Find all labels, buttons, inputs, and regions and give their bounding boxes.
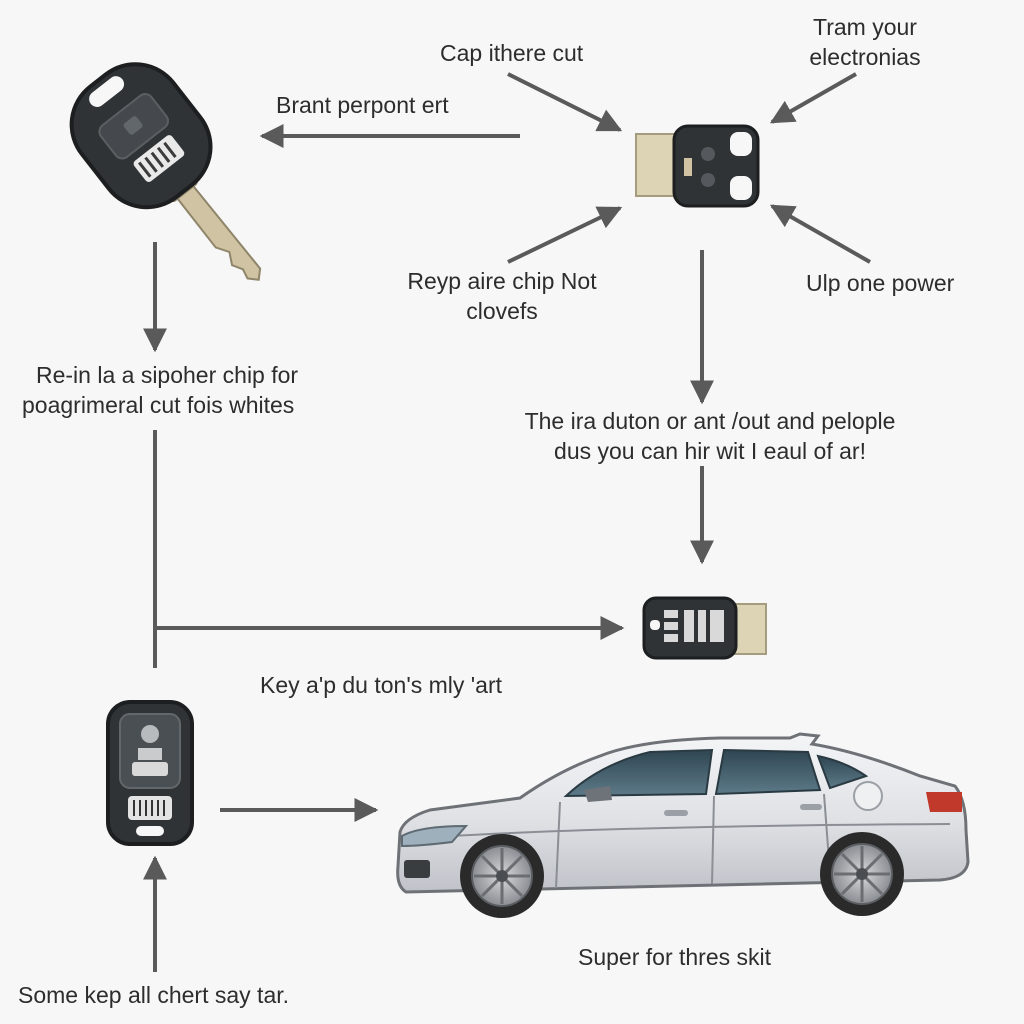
arrow-tram-to-chip	[769, 72, 857, 124]
arrow-cap-to-chip	[507, 72, 623, 132]
label-the-ira-duton-line2: dus you can hir wit I eaul of ar!	[554, 438, 866, 464]
arrow-reyp-to-chip	[507, 206, 623, 264]
label-brant-perpont: Brant perpont ert	[276, 92, 449, 118]
label-tram-your-line2: electronias	[809, 44, 921, 70]
arrows	[143, 72, 871, 972]
label-reyp-aire-line1: Reyp aire chip Not	[407, 268, 597, 294]
arrow-ulp-to-chip	[769, 204, 871, 264]
label-super-for-thres-skit: Super for thres skit	[578, 944, 772, 970]
label-cap-there-cut: Cap ithere cut	[440, 40, 584, 66]
label-ulp-one-power: Ulp one power	[806, 270, 955, 296]
transponder-chip-icon	[635, 124, 760, 208]
label-re-in-la-line1: Re-in la a sipoher chip for	[36, 362, 299, 388]
key-programmer-icon	[642, 596, 767, 660]
label-some-kep-all: Some kep all chert say tar.	[18, 982, 290, 1008]
car-key-fob-icon	[69, 62, 262, 281]
label-key-ap-du-ton: Key a'p du ton's mly 'art	[260, 672, 503, 698]
label-tram-your-line1: Tram your	[813, 14, 917, 40]
label-the-ira-duton-line1: The ira duton or ant /out and pelople	[524, 408, 896, 434]
remote-fob-icon	[106, 700, 194, 846]
label-re-in-la-line2: poagrimeral cut fois whites	[22, 392, 295, 418]
label-reyp-aire-line2: clovefs	[466, 298, 538, 324]
sedan-car-icon	[396, 732, 970, 918]
